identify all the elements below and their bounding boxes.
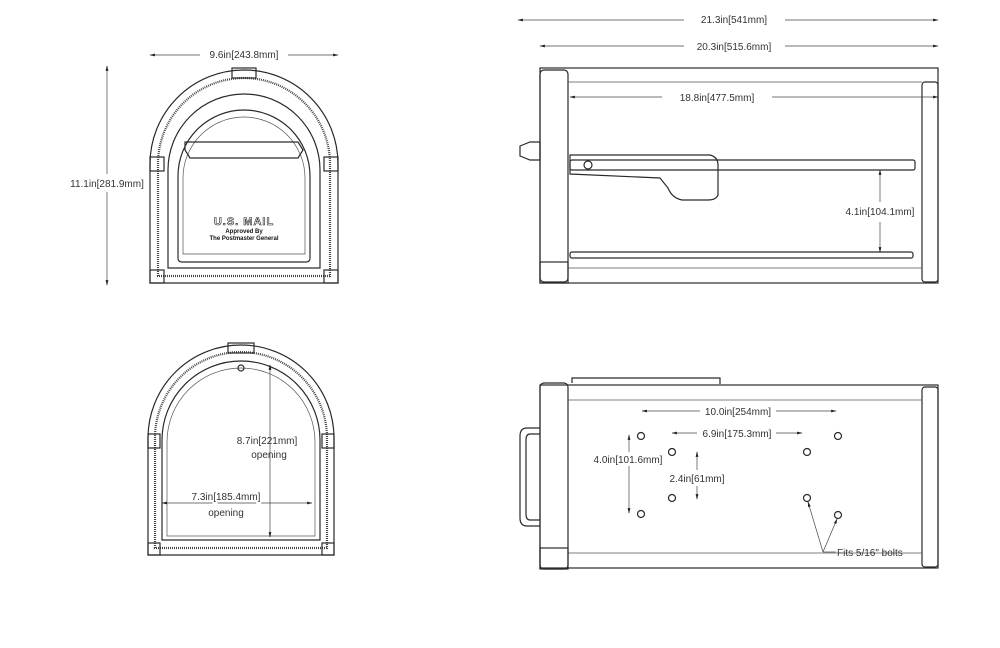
mounting-hole <box>802 493 812 503</box>
opening-width-note: opening <box>208 508 244 519</box>
postmaster-text: The Postmaster General <box>209 236 278 242</box>
opening-view <box>147 342 335 556</box>
opening-height-label: 8.7in[221mm] <box>237 436 298 447</box>
outer-hole-spacing-dimension: 10.0in[254mm] <box>641 407 837 418</box>
mounting-hole <box>667 493 677 503</box>
mounting-hole <box>802 447 812 457</box>
side-view <box>519 67 939 284</box>
us-mail-lettering: U.S. MAIL <box>214 216 274 228</box>
outer-hole-height-label: 4.0in[101.6mm] <box>594 455 663 466</box>
bolt-note-label: Fits 5/16" bolts <box>837 548 903 559</box>
interior-length-dimension: 18.8in[477.5mm] <box>569 93 939 104</box>
mounting-hole <box>833 510 843 520</box>
flag-height-dimension: 4.1in[104.1mm] <box>846 169 915 253</box>
inner-hole-height-dimension: 2.4in[61mm] <box>669 451 725 500</box>
outer-hole-spacing-label: 10.0in[254mm] <box>705 407 771 418</box>
approved-by-text: Approved By <box>225 229 263 235</box>
mounting-hole <box>833 431 843 441</box>
front-width-dimension: 9.6in[243.8mm] <box>149 50 339 61</box>
inner-hole-height-label: 2.4in[61mm] <box>669 474 724 485</box>
mounting-hole <box>636 431 646 441</box>
overall-length-label: 21.3in[541mm] <box>701 15 767 26</box>
bottom-view <box>519 377 939 570</box>
opening-width-label: 7.3in[185.4mm] <box>192 492 261 503</box>
body-length-label: 20.3in[515.6mm] <box>697 42 772 53</box>
overall-length-dimension: 21.3in[541mm] <box>517 15 939 26</box>
front-view: U.S. MAIL Approved By The Postmaster Gen… <box>149 67 339 284</box>
mounting-holes <box>636 431 843 520</box>
bolt-callout: Fits 5/16" bolts <box>807 501 903 559</box>
front-height-dimension: 11.1in[281.9mm] <box>70 65 144 286</box>
opening-width-dimension: 7.3in[185.4mm] opening <box>161 491 313 519</box>
inner-hole-spacing-label: 6.9in[175.3mm] <box>703 429 772 440</box>
outer-hole-height-dimension: 4.0in[101.6mm] <box>594 434 663 514</box>
opening-height-dimension: 8.7in[221mm] opening <box>237 364 298 538</box>
inner-hole-spacing-dimension: 6.9in[175.3mm] <box>671 429 803 440</box>
front-width-label: 9.6in[243.8mm] <box>210 50 279 61</box>
interior-length-label: 18.8in[477.5mm] <box>680 93 755 104</box>
opening-height-note: opening <box>251 450 287 461</box>
mounting-hole <box>667 447 677 457</box>
mounting-hole <box>636 509 646 519</box>
front-height-label: 11.1in[281.9mm] <box>70 179 144 190</box>
body-length-dimension: 20.3in[515.6mm] <box>539 42 939 53</box>
flag-height-label: 4.1in[104.1mm] <box>846 207 915 218</box>
